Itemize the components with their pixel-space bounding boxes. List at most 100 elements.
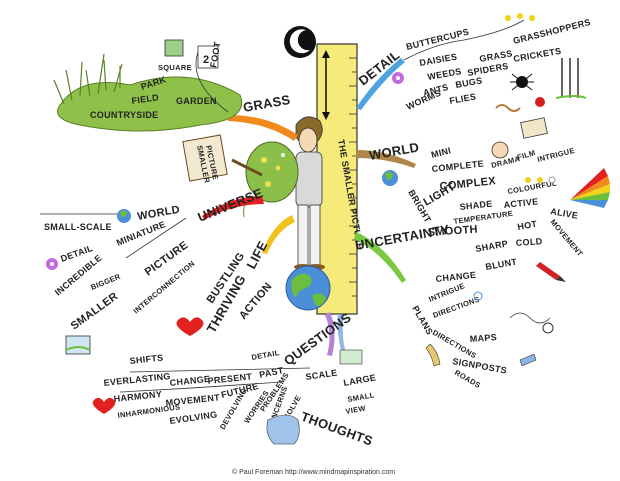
measure-arrow-heads (322, 50, 330, 120)
life-section: LIFE BUSTLING THRIVING ACTION (176, 238, 275, 336)
universe-label: UNIVERSE (196, 185, 265, 225)
world-word-sharp: SHARP (475, 238, 509, 254)
calendar-number: 2 (203, 54, 209, 66)
questions-word-change: CHANGE (169, 374, 211, 388)
grass-word-foot: FOOT (208, 41, 222, 69)
world-word-smooth: SMOOTH (427, 224, 478, 239)
small-picture-icon (339, 349, 363, 365)
branch-thoughts (337, 314, 348, 360)
questions-word-evolving: EVOLVING (169, 409, 218, 426)
uncertainty-word-roads: ROADS (453, 368, 482, 390)
universe-word-small-scale: SMALL-SCALE (44, 222, 112, 232)
universe-word-miniature: MINIATURE (115, 219, 167, 248)
earth-globe-icon (285, 265, 331, 311)
crescent-moon-icon (289, 29, 310, 54)
world-word-alive: ALIVE (550, 206, 579, 221)
world-word-active: ACTIVE (503, 196, 539, 210)
uncertainty-word-change: CHANGE (435, 270, 477, 284)
thoughts-label: THOUGHTS (299, 409, 375, 449)
cricket-ball-icon (535, 97, 545, 107)
purple-flower-icon (392, 72, 404, 84)
spider-icon (510, 73, 534, 91)
thought-cloud-icon (266, 414, 300, 445)
world-word-complex: COMPLEX (439, 175, 497, 193)
moon-night-icon (284, 26, 316, 58)
branch-universe (202, 196, 264, 220)
thoughts-word-view: VIEW (345, 403, 367, 416)
smaller-picture-sign-icon: SMALLER PICTURE (182, 134, 263, 184)
questions-word-everlasting: EVERLASTING (103, 371, 171, 388)
detail-word-spiders: SPIDERS (467, 61, 510, 78)
film-picture-icon (520, 117, 548, 139)
compass-icon (473, 291, 483, 301)
detail-word-grass: GRASS (479, 48, 514, 64)
world-word-hot: HOT (517, 219, 539, 232)
squiggle-path-icon (509, 312, 551, 324)
thoughts-word-large: LARGE (343, 372, 377, 388)
buttercup-flowers-icon (505, 13, 535, 21)
detail-word-buttercups: BUTTERCUPS (405, 27, 470, 52)
signpost-icon (519, 353, 537, 367)
detail-word-crickets: CRICKETS (513, 46, 562, 64)
branch-detail (356, 58, 405, 110)
rolled-map-icon (425, 343, 441, 367)
branch-questions (325, 312, 335, 356)
grass-section: 2 GRASS FOOT SQUARE PARK GARDEN FIELD CO… (53, 39, 292, 132)
grass-word-field: FIELD (131, 92, 160, 106)
branch-grass (228, 115, 298, 141)
calendar-icon: 2 (197, 45, 219, 69)
grass-label: GRASS (242, 92, 292, 115)
detail-word-daisies: DAISIES (419, 52, 458, 68)
thoughts-word-scale: SCALE (305, 368, 338, 382)
life-label: LIFE (243, 238, 270, 271)
cricket-stumps-icon (555, 58, 587, 99)
landscape-picture-icon (65, 335, 91, 355)
detail-word-bugs: BUGS (455, 75, 484, 90)
target-icon (542, 322, 554, 334)
detail-word-grasshoppers: GRASSHOPPERS (512, 17, 592, 46)
pencil-icon (536, 262, 560, 280)
grass-word-countryside: COUNTRYSIDE (90, 110, 158, 120)
ruler-ticks (349, 57, 357, 297)
sparkle-flower-icon (46, 258, 58, 270)
footer-credit: © Paul Foreman http://www.mindmapinspira… (232, 468, 395, 476)
world-section: WORLD MINI COMPLETE DRAMA FILM INTRIGUE … (368, 117, 610, 282)
main-branches (202, 58, 416, 360)
questions-word-harmony: HARMONY (113, 389, 162, 404)
uncertainty-label: UNCERTAINTY (354, 222, 451, 253)
uncertainty-word-plans: PLANS (410, 304, 435, 337)
square-turf-icon (164, 39, 184, 57)
universe-word-bigger: BIGGER (89, 272, 122, 292)
world-word-cold: COLD (515, 236, 543, 248)
branch-life (262, 215, 295, 254)
universe-word-smaller: SMALLER (69, 290, 121, 332)
heart-icon (176, 317, 204, 336)
world-word-blunt: BLUNT (485, 257, 518, 272)
questions-word-shifts: SHIFTS (129, 353, 164, 366)
grass-turf-icon (243, 141, 299, 218)
world-word-complete: COMPLETE (431, 159, 484, 174)
grass-word-garden: GARDEN (176, 96, 217, 106)
world-word-shade: SHADE (459, 199, 493, 212)
thoughts-word-small: SMALL (347, 390, 376, 404)
questions-word-detail: DETAIL (251, 348, 281, 362)
worm-icon (495, 104, 521, 112)
branch-world (356, 150, 416, 168)
world-word-intrigue: INTRIGUE (536, 146, 575, 164)
flower-row-icon (525, 176, 556, 184)
grass-word-square: SQUARE (158, 63, 192, 72)
questions-word-present: PRESENT (207, 371, 253, 386)
branch-uncertainty (354, 232, 406, 283)
grass-blades-icon (53, 53, 123, 105)
rainbow-fan-icon (570, 168, 610, 208)
world-word-film: FILM (516, 148, 536, 162)
world-word-movement: MOVEMENT (548, 218, 584, 259)
uncertainty-word-maps: MAPS (469, 332, 497, 344)
central-image: THE SMALLER PICTURE SMALLER PICTURE (182, 26, 365, 315)
detail-word-flies: FLIES (449, 91, 477, 106)
detail-section: DETAIL BUTTERCUPS DAISIES GRASS GRASSHOP… (356, 13, 592, 112)
world-word-mini: MINI (430, 145, 452, 160)
questions-word-movement: MOVEMENT (165, 392, 220, 408)
